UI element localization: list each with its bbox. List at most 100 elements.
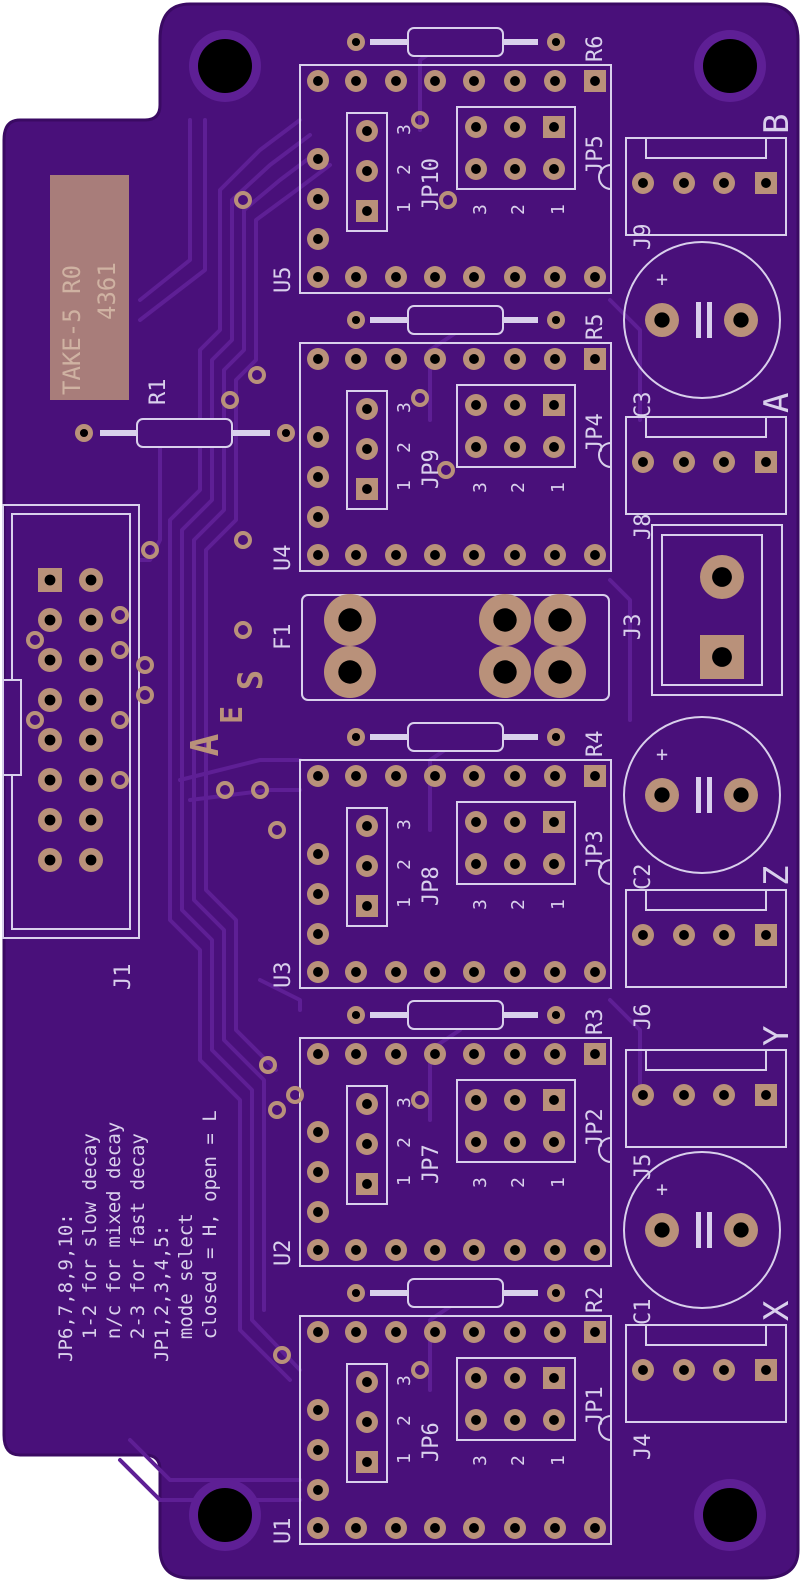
jumper-pad-drill [549, 400, 559, 410]
jumper-pad-drill [510, 859, 520, 869]
pin-number-label: 2 [394, 1415, 415, 1426]
resistor-pad-drill [551, 315, 561, 325]
mode-jumper-outline [456, 384, 576, 468]
resistor-pad-drill [79, 428, 89, 438]
copper-trace [178, 758, 302, 782]
header-pad-drill [550, 1327, 560, 1337]
header-pad-drill [313, 1245, 323, 1255]
resistor-pad-drill [351, 1010, 361, 1020]
refdes-label: U4 [271, 545, 296, 572]
header-pad-drill [313, 272, 323, 282]
jumper-pad-drill [549, 1373, 559, 1383]
header-pad-drill [510, 76, 520, 86]
power-pad-drill [712, 567, 732, 587]
notch-mark [598, 859, 612, 885]
connector-outline [625, 1324, 787, 1423]
header-pad-drill [313, 550, 323, 560]
refdes-label: J8 [631, 514, 656, 541]
idc-pad-drill [85, 574, 97, 586]
jumper-pad-drill [362, 1457, 372, 1467]
copper-trace [608, 298, 642, 422]
pin-number-label: 2 [394, 442, 415, 453]
via [411, 389, 429, 407]
jumper-pad-drill [510, 817, 520, 827]
fuse-pad-drill [548, 608, 572, 632]
driver-outline [299, 64, 612, 294]
idc-pad-drill [85, 774, 97, 786]
header-pad-drill [510, 1049, 520, 1059]
jumper-pad-drill [471, 859, 481, 869]
driver-outline [299, 342, 612, 572]
resistor-pad-drill [551, 1288, 561, 1298]
header-pad-drill [430, 771, 440, 781]
jumper-pad-drill [471, 442, 481, 452]
power-connector-inner [661, 534, 763, 686]
pin-number-label: 1 [548, 1455, 569, 1466]
refdes-label: JP9 [419, 449, 444, 489]
pin-number-label: 2 [394, 164, 415, 175]
jumper-pad-drill [362, 1377, 372, 1387]
via [286, 1086, 304, 1104]
header-pad-drill [313, 354, 323, 364]
header-pad-drill [391, 1049, 401, 1059]
copper-trace [180, 133, 312, 1372]
refdes-label: JP5 [583, 135, 608, 175]
pin-number-label: 1 [394, 1175, 415, 1186]
refdes-label: JP10 [419, 158, 444, 211]
header-pad-drill [313, 929, 323, 939]
header-pad-drill [590, 550, 600, 560]
connector-pad-drill [679, 1365, 689, 1375]
header-pad-drill [351, 550, 361, 560]
header-pad-drill [469, 771, 479, 781]
refdes-label: J5 [631, 1154, 656, 1181]
refdes-label: C3 [631, 392, 656, 419]
connector-outline [625, 889, 787, 988]
pin-number-label: 3 [394, 1375, 415, 1386]
via [259, 1056, 277, 1074]
refdes-label: R3 [583, 1009, 608, 1036]
refdes-label: J1 [111, 964, 136, 991]
refdes-label: R1 [146, 379, 171, 406]
idc-pad-drill [44, 694, 56, 706]
connector-pad-drill [679, 178, 689, 188]
pin-number-label: 1 [394, 480, 415, 491]
header-pad-drill [313, 967, 323, 977]
header-pad-drill [391, 967, 401, 977]
fuse-pad-drill [338, 608, 362, 632]
decay-jumper-outline [346, 1363, 388, 1483]
header-pad-drill [430, 1245, 440, 1255]
mounting-hole-drill [703, 39, 757, 93]
power-connector-outline [651, 524, 783, 696]
header-pad-drill [313, 432, 323, 442]
header-pad-drill [313, 512, 323, 522]
mode-jumper-outline [456, 801, 576, 885]
header-pad-drill [550, 967, 560, 977]
copper-trace [128, 1438, 302, 1482]
refdes-label: U5 [271, 267, 296, 294]
serial-label: 4361 [93, 262, 121, 320]
resistor-body [407, 1278, 504, 1308]
header-pad-drill [391, 1523, 401, 1533]
jumper-pad-drill [510, 442, 520, 452]
refdes-label: JP7 [419, 1144, 444, 1184]
header-pad-drill [590, 1049, 600, 1059]
connector-pad-drill [719, 1090, 729, 1100]
connector-pad-drill [761, 178, 771, 188]
header-pad-drill [430, 1049, 440, 1059]
resistor-body [407, 305, 504, 335]
header-pad-drill [391, 354, 401, 364]
refdes-label: JP1 [583, 1386, 608, 1426]
header-pad-drill [510, 1327, 520, 1337]
driver-outline [299, 1037, 612, 1267]
refdes-label: JP8 [419, 866, 444, 906]
pin-number-label: 2 [508, 204, 529, 215]
header-pad-drill [469, 1049, 479, 1059]
resistor-body [136, 418, 233, 448]
connector-pad-drill [679, 1090, 689, 1100]
idc-pad-drill [85, 614, 97, 626]
connector-latch [645, 1325, 767, 1346]
logo-letter: A [183, 733, 227, 756]
pin-number-label: 1 [548, 1177, 569, 1188]
via [234, 621, 252, 639]
